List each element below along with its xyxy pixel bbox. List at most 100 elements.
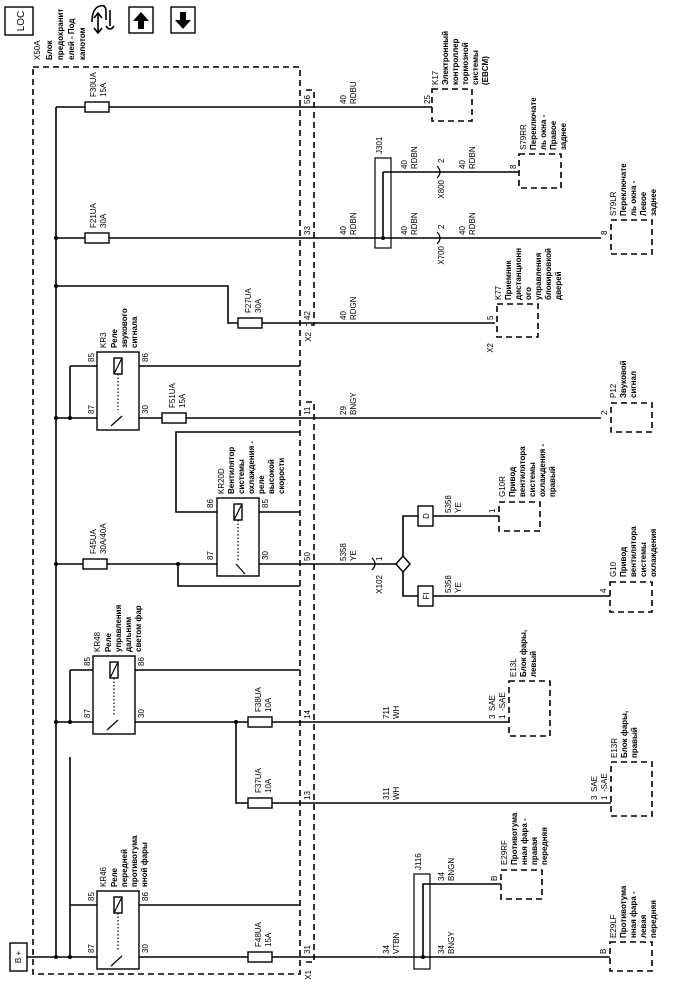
x1-label: X1 xyxy=(304,969,313,979)
svg-text:Правое: Правое xyxy=(549,120,558,150)
svg-text:F21UA: F21UA xyxy=(89,202,98,228)
svg-text:Вентилятор: Вентилятор xyxy=(227,447,236,494)
svg-text:11: 11 xyxy=(303,406,312,415)
svg-text:Переключате: Переключате xyxy=(529,97,538,150)
svg-text:2: 2 xyxy=(600,410,609,415)
svg-text:-SAE: -SAE xyxy=(600,773,609,792)
svg-text:5358: 5358 xyxy=(444,495,453,513)
svg-text:Левое: Левое xyxy=(639,191,648,216)
relay-kr3[interactable]: 85 86 87 30 KR3 Реле звукового сигнала xyxy=(87,308,150,431)
svg-text:87: 87 xyxy=(206,551,215,560)
svg-text:BNGY: BNGY xyxy=(349,392,358,415)
component-k77[interactable]: 5 X2 K77 Приемник дистанционн ого управл… xyxy=(486,248,563,353)
svg-text:капотом: капотом xyxy=(78,27,87,60)
svg-text:F30UA: F30UA xyxy=(89,71,98,97)
svg-text:40: 40 xyxy=(339,311,348,320)
svg-text:F27UA: F27UA xyxy=(244,287,253,313)
component-k17[interactable]: 25 K17 Электронный контроллер тормозной … xyxy=(423,31,490,122)
svg-text:Противотума: Противотума xyxy=(510,812,519,865)
svg-text:1: 1 xyxy=(488,508,497,513)
arrow-up-icon xyxy=(133,12,149,29)
svg-text:RDBN: RDBN xyxy=(349,212,358,235)
svg-text:S79LR: S79LR xyxy=(609,191,618,216)
page-up-button[interactable] xyxy=(128,6,154,34)
fuse-f38ua[interactable]: F38UA 10A xyxy=(247,686,273,728)
fuse-f48ua[interactable]: F48UA 15A xyxy=(247,921,273,963)
component-s79rr[interactable]: 8 S79RR Переключате ль окна - Правое зад… xyxy=(509,97,568,189)
fuse-f30ua[interactable]: F30UA 15A xyxy=(84,71,110,113)
component-g10r[interactable]: 1 G10R Привод вентилятора системы охлажд… xyxy=(488,443,557,532)
connector-view-button[interactable] xyxy=(91,4,115,35)
svg-text:YE: YE xyxy=(454,502,463,513)
component-g10[interactable]: 4 G10 Привод вентилятора системы охлажде… xyxy=(599,526,658,613)
svg-text:B: B xyxy=(490,876,499,881)
svg-text:дистанционн: дистанционн xyxy=(514,248,523,300)
svg-text:40: 40 xyxy=(339,226,348,235)
component-e29rf[interactable]: B E29RF Противотума нная фара - правая п… xyxy=(490,812,549,900)
svg-text:SAE: SAE xyxy=(590,776,599,792)
svg-text:86: 86 xyxy=(137,657,146,666)
component-e13r[interactable]: 3 1 SAE -SAE E13R Блок фары, правый xyxy=(590,711,653,817)
svg-text:42: 42 xyxy=(303,311,312,320)
svg-text:X700: X700 xyxy=(437,245,446,264)
fuse-f37ua[interactable]: F37UA 10A xyxy=(247,767,273,809)
svg-text:RDBN: RDBN xyxy=(468,212,477,235)
svg-text:Звуковой: Звуковой xyxy=(619,360,628,398)
svg-text:X2: X2 xyxy=(486,342,495,352)
svg-text:87: 87 xyxy=(87,944,96,953)
relay-kr46[interactable]: 85 86 87 30 KR46 Реле передней противоту… xyxy=(87,835,150,970)
arrow-down-icon xyxy=(175,12,191,29)
svg-text:40: 40 xyxy=(400,226,409,235)
svg-text:звукового: звукового xyxy=(120,308,129,348)
svg-text:E13L: E13L xyxy=(509,658,518,677)
loc-button[interactable]: LOC xyxy=(4,6,34,36)
svg-text:31: 31 xyxy=(303,945,312,954)
component-e13l[interactable]: 3 1 SAE -SAE E13L Блок фары, левый xyxy=(488,630,551,737)
svg-text:KR48: KR48 xyxy=(93,631,102,652)
svg-text:87: 87 xyxy=(87,405,96,414)
svg-text:RDBN: RDBN xyxy=(410,212,419,235)
fuse-f27ua[interactable]: F27UA 30A xyxy=(237,287,263,329)
battery-terminal: B + xyxy=(9,942,28,972)
svg-text:33: 33 xyxy=(303,226,312,235)
svg-text:30A/40A: 30A/40A xyxy=(99,523,108,554)
svg-text:14: 14 xyxy=(303,710,312,719)
svg-text:30: 30 xyxy=(137,709,146,718)
wire-labels: 40 RDBU 40 RDBN 40 RDGN 29 BNGY 5358 YE … xyxy=(339,81,401,954)
svg-text:86: 86 xyxy=(141,892,150,901)
component-p12[interactable]: 2 P12 Звуковой сигнал xyxy=(600,360,653,433)
svg-text:BNGY: BNGY xyxy=(447,931,456,954)
svg-text:56: 56 xyxy=(303,95,312,104)
component-s79lr[interactable]: 8 S79LR Переключате ль окна - Левое задн… xyxy=(600,163,658,255)
svg-text:3: 3 xyxy=(590,795,599,800)
svg-text:дверей: дверей xyxy=(554,271,563,300)
svg-text:29: 29 xyxy=(339,406,348,415)
svg-text:F45UA: F45UA xyxy=(89,528,98,554)
svg-text:P12: P12 xyxy=(609,383,618,398)
inline-connector-x700: 2 X700 40 RDBN xyxy=(436,212,477,265)
svg-text:системы: системы xyxy=(471,50,480,85)
svg-text:нная фара -: нная фара - xyxy=(629,891,638,938)
svg-text:K77: K77 xyxy=(494,285,503,300)
svg-text:X102: X102 xyxy=(375,574,384,593)
svg-text:30A: 30A xyxy=(99,213,108,228)
svg-text:тормозной: тормозной xyxy=(461,42,470,85)
svg-text:G10R: G10R xyxy=(498,476,507,497)
svg-text:5358: 5358 xyxy=(339,543,348,561)
relay-kr48[interactable]: 85 86 87 30 KR48 Реле управления дальним… xyxy=(83,604,146,735)
option-fi: FI 5358 YE xyxy=(417,575,463,607)
svg-text:нная фара -: нная фара - xyxy=(520,818,529,865)
svg-text:85: 85 xyxy=(87,892,96,901)
fuse-f45ua[interactable]: F45UA 30A/40A xyxy=(82,523,108,570)
svg-text:85: 85 xyxy=(87,353,96,362)
svg-text:10A: 10A xyxy=(264,778,273,793)
svg-text:скорости: скорости xyxy=(277,458,286,494)
component-e29lf[interactable]: B E29LF Противотума нная фара - левая пе… xyxy=(599,885,658,972)
page-down-button[interactable] xyxy=(170,6,196,34)
fuse-f21ua[interactable]: F21UA 30A xyxy=(84,202,110,244)
fuse-f51ua[interactable]: F51UA 15A xyxy=(161,382,187,424)
relay-kr20d[interactable]: 86 85 87 30 KR20D Вентилятор системы охл… xyxy=(206,440,286,577)
svg-text:J301: J301 xyxy=(375,136,384,154)
svg-text:30A: 30A xyxy=(254,298,263,313)
